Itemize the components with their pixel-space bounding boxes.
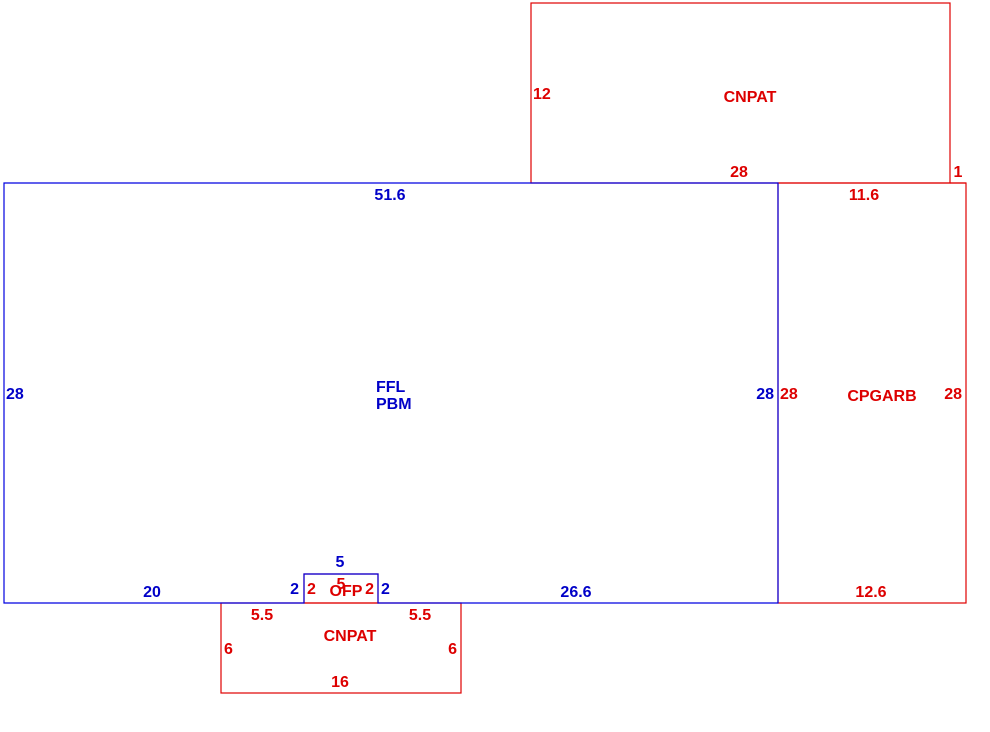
main-area-right-dim: 28	[756, 386, 774, 403]
top-porch-offset-dim: 1	[954, 164, 963, 181]
garage-code: CPGARB	[847, 388, 916, 405]
main-area-bottom-left-dim: 20	[143, 584, 161, 601]
main-area-top-dim: 51.6	[374, 187, 405, 204]
bottom-porch-top-right-dim: 5.5	[409, 607, 431, 624]
main-area-code-2: PBM	[376, 396, 412, 413]
ofp-left-dim: 2	[307, 581, 316, 598]
garage-left-dim: 28	[780, 386, 798, 403]
main-area-notch-left-dim: 2	[290, 581, 299, 598]
ofp-width-dim: 5	[337, 576, 346, 593]
main-area-notch-top-dim: 5	[336, 554, 345, 571]
bottom-porch-top-left-dim: 5.5	[251, 607, 273, 624]
main-area-left-dim: 28	[6, 386, 24, 403]
garage-bottom-dim: 12.6	[855, 584, 886, 601]
top-porch-left-dim: 12	[533, 86, 551, 103]
ofp-code: OFP	[330, 583, 363, 600]
main-area-code-1: FFL	[376, 379, 406, 396]
garage-right-dim: 28	[944, 386, 962, 403]
ofp-right-dim: 2	[365, 581, 374, 598]
bottom-porch-right-dim: 6	[448, 641, 457, 658]
bottom-porch-bottom-dim: 16	[331, 674, 349, 691]
main-area-outline	[3, 182, 779, 604]
main-area-bottom-right-dim: 26.6	[560, 584, 591, 601]
top-porch-code: CNPAT	[724, 89, 777, 106]
bottom-porch-code: CNPAT	[324, 628, 377, 645]
garage-top-dim: 11.6	[849, 187, 879, 204]
main-area-notch-right-dim: 2	[381, 581, 390, 598]
bottom-porch-left-dim: 6	[224, 641, 233, 658]
top-porch-bottom-dim: 28	[730, 164, 748, 181]
